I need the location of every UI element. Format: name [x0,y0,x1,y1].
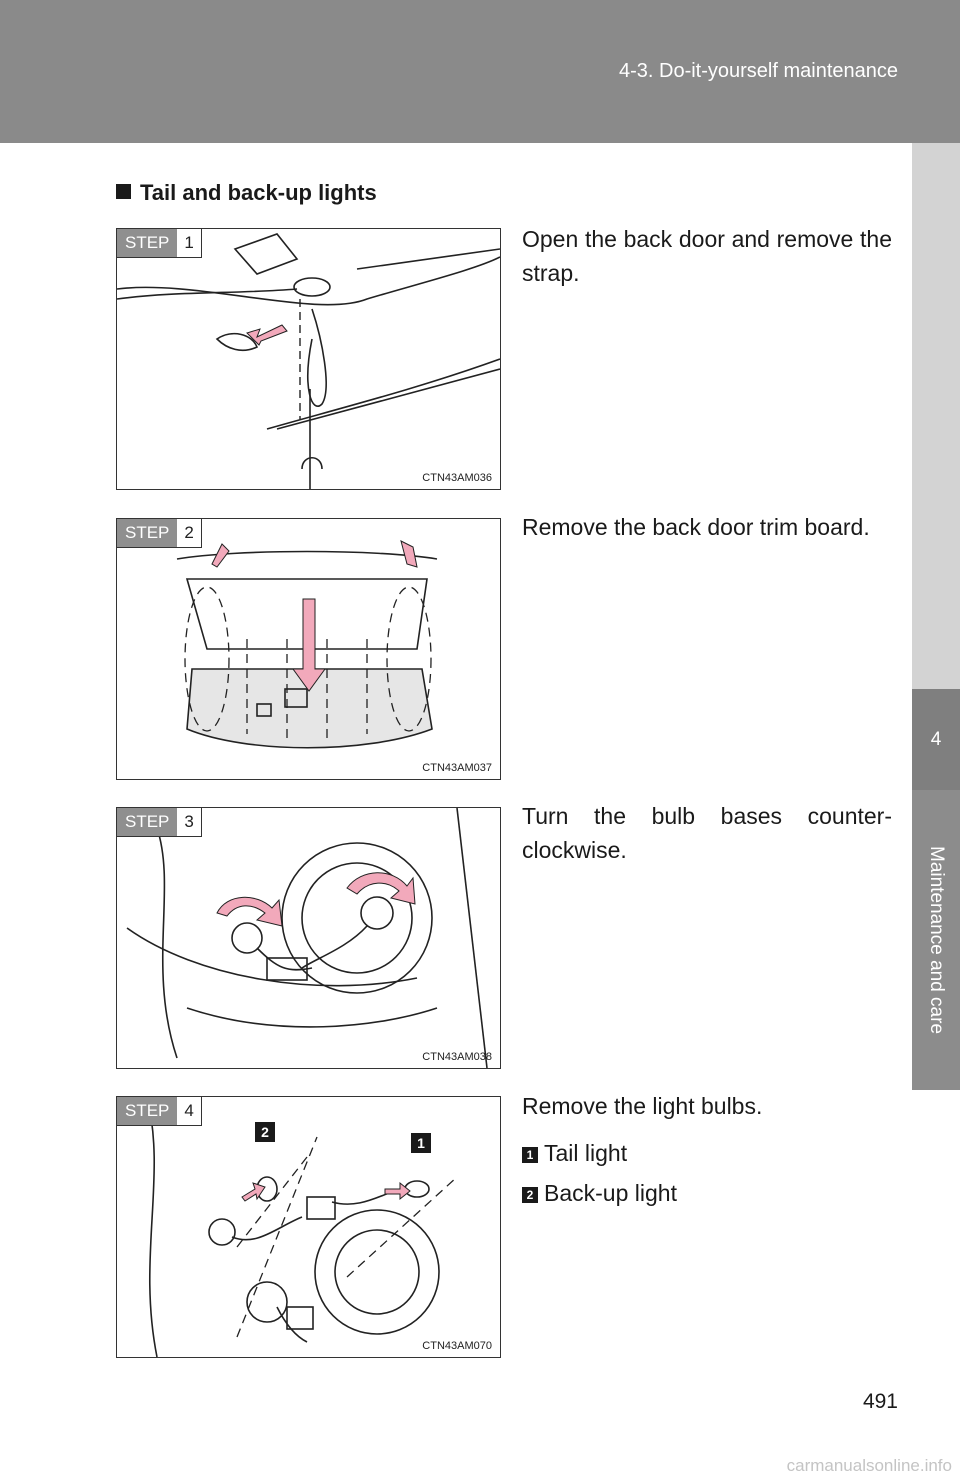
legend-key: 2 [522,1187,538,1203]
step-4-figure: STEP 4 2 1 CTN43AM070 [116,1096,501,1358]
heading-text: Tail and back-up lights [140,180,377,205]
step-label: STEP [117,808,178,836]
figure-code: CTN43AM038 [422,1051,492,1063]
light-bulbs-illustration [146,1097,458,1357]
callout-1: 1 [411,1133,431,1153]
page-number: 491 [862,1390,898,1413]
step-3-text: Turn the bulb bases counter-clockwise. [522,803,892,863]
legend-back-up-light: 2 Back-up light [522,1178,677,1208]
square-bullet-icon [116,184,131,199]
callout-2: 2 [255,1122,275,1142]
legend-label: Back-up light [544,1180,677,1206]
legend-tail-light: 1 Tail light [522,1138,627,1168]
step-1-figure: STEP 1 CTN43AM036 [116,228,501,490]
step-number: 2 [177,519,201,547]
figure-code: CTN43AM036 [422,472,492,484]
watermark: carmanualsonline.info [786,1456,952,1475]
step-2-badge: STEP 2 [117,519,202,548]
chapter-tab-spacer [912,143,960,689]
page-header: 4-3. Do-it-yourself maintenance [0,0,960,143]
step-label: STEP [117,1097,178,1125]
chapter-number-tab[interactable]: 4 [912,689,960,790]
step-3-figure: STEP 3 CTN43AM038 [116,807,501,1069]
step-2-text: Remove the back door trim board. [522,514,870,540]
figure-code: CTN43AM037 [422,762,492,774]
legend-label: Tail light [544,1140,628,1166]
section-title: 4-3. Do-it-yourself maintenance [618,60,898,82]
step-4-badge: STEP 4 [117,1097,202,1126]
step-label: STEP [117,229,178,257]
section-heading: Tail and back-up lights [116,180,377,206]
trim-board-illustration [176,540,438,749]
step-number: 4 [177,1097,201,1125]
chapter-title: Maintenance and care [926,845,947,1035]
bulb-base-illustration [126,808,488,1068]
legend-key: 1 [522,1147,538,1163]
step-1-text: Open the back door and remove the strap. [522,226,892,286]
step-1-badge: STEP 1 [117,229,202,258]
step-4-text: Remove the light bulbs. [522,1093,763,1119]
step-3-badge: STEP 3 [117,808,202,837]
step-number: 1 [177,229,201,257]
step-label: STEP [117,519,178,547]
step-2-figure: STEP 2 CTN43AM037 [116,518,501,780]
strap-illustration [117,233,500,489]
figure-code: CTN43AM070 [422,1340,492,1352]
chapter-title-tab[interactable]: Maintenance and care [912,790,960,1090]
step-number: 3 [177,808,201,836]
